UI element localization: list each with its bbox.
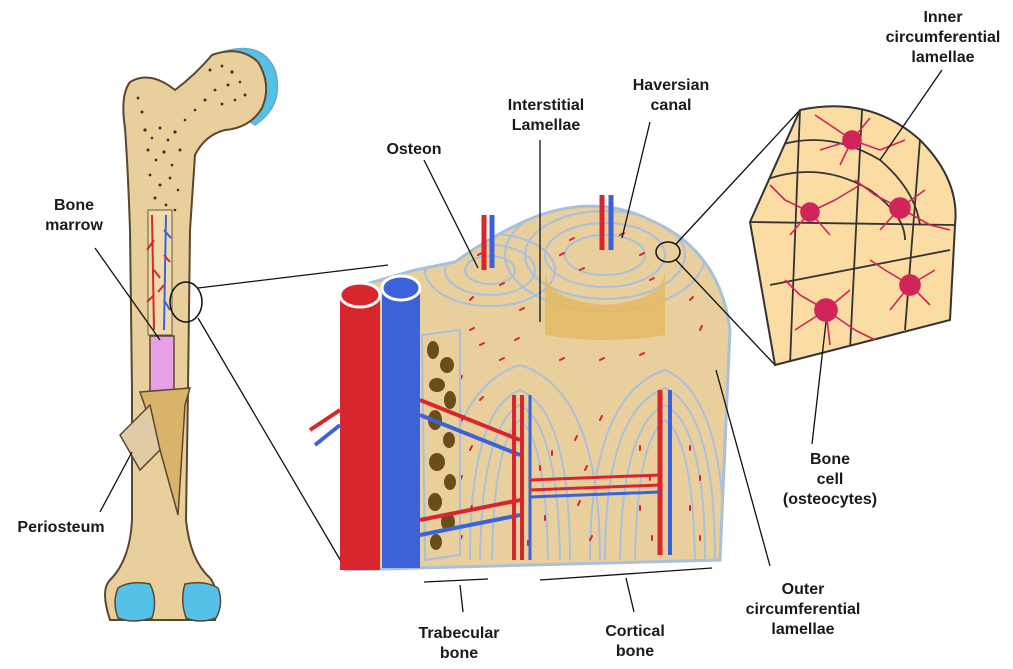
vein-vessel-top bbox=[382, 276, 420, 300]
label-outer-line3: lamellae bbox=[740, 620, 866, 640]
label-interstitial-lamellae: Interstitial Lamellae bbox=[492, 96, 600, 136]
label-periosteum: Periosteum bbox=[6, 518, 116, 538]
artery-vessel bbox=[340, 295, 380, 570]
bracket-trabecular bbox=[424, 579, 488, 582]
label-haversian-line1: Haversian bbox=[622, 76, 720, 96]
vein-vessel bbox=[382, 288, 420, 568]
label-inner-line1: Inner bbox=[880, 8, 1006, 28]
label-cortical-bone: Cortical bone bbox=[590, 622, 680, 662]
label-trabecular-line1: Trabecular bbox=[404, 624, 514, 644]
label-bone-cell-line1: Bone bbox=[770, 450, 890, 470]
label-bone-cell-line3: (osteocytes) bbox=[770, 490, 890, 510]
pointer-trabecular bbox=[460, 585, 463, 612]
label-outer-line2: circumferential bbox=[740, 600, 866, 620]
label-inner-line3: lamellae bbox=[880, 48, 1006, 68]
artery-vessel-top bbox=[340, 283, 380, 307]
label-bone-cell-line2: cell bbox=[770, 470, 890, 490]
label-inner-circumferential: Inner circumferential lamellae bbox=[880, 8, 1006, 68]
label-cortical-line2: bone bbox=[590, 642, 680, 662]
label-cortical-line1: Cortical bbox=[590, 622, 680, 642]
label-interstitial-line2: Lamellae bbox=[492, 116, 600, 136]
label-interstitial-line1: Interstitial bbox=[492, 96, 600, 116]
condyle-left bbox=[115, 583, 155, 621]
label-trabecular-line2: bone bbox=[404, 644, 514, 664]
pointer-periosteum bbox=[100, 452, 132, 512]
label-bone-marrow-line1: Bone bbox=[38, 196, 110, 216]
pointer-osteon bbox=[424, 160, 478, 268]
bone-tissue-block bbox=[310, 195, 730, 570]
pointer-cortical bbox=[626, 578, 634, 612]
femur-outline bbox=[105, 51, 266, 620]
label-osteon: Osteon bbox=[368, 140, 460, 160]
label-trabecular-bone: Trabecular bone bbox=[404, 624, 514, 664]
zoom-line-bottom bbox=[198, 318, 345, 568]
femur-bone bbox=[105, 49, 278, 621]
label-inner-line2: circumferential bbox=[880, 28, 1006, 48]
label-bone-marrow-line2: marrow bbox=[38, 216, 110, 236]
label-haversian-line2: canal bbox=[622, 96, 720, 116]
label-outer-circumferential: Outer circumferential lamellae bbox=[740, 580, 866, 640]
label-osteon-line1: Osteon bbox=[368, 140, 460, 160]
label-haversian-canal: Haversian canal bbox=[622, 76, 720, 116]
label-periosteum-line1: Periosteum bbox=[6, 518, 116, 538]
label-bone-marrow: Bone marrow bbox=[38, 196, 110, 236]
label-bone-cell: Bone cell (osteocytes) bbox=[770, 450, 890, 510]
lamellae-section-cube bbox=[750, 106, 956, 365]
condyle-right bbox=[183, 583, 221, 621]
bone-marrow-segment bbox=[150, 336, 174, 391]
label-outer-line1: Outer bbox=[740, 580, 866, 600]
